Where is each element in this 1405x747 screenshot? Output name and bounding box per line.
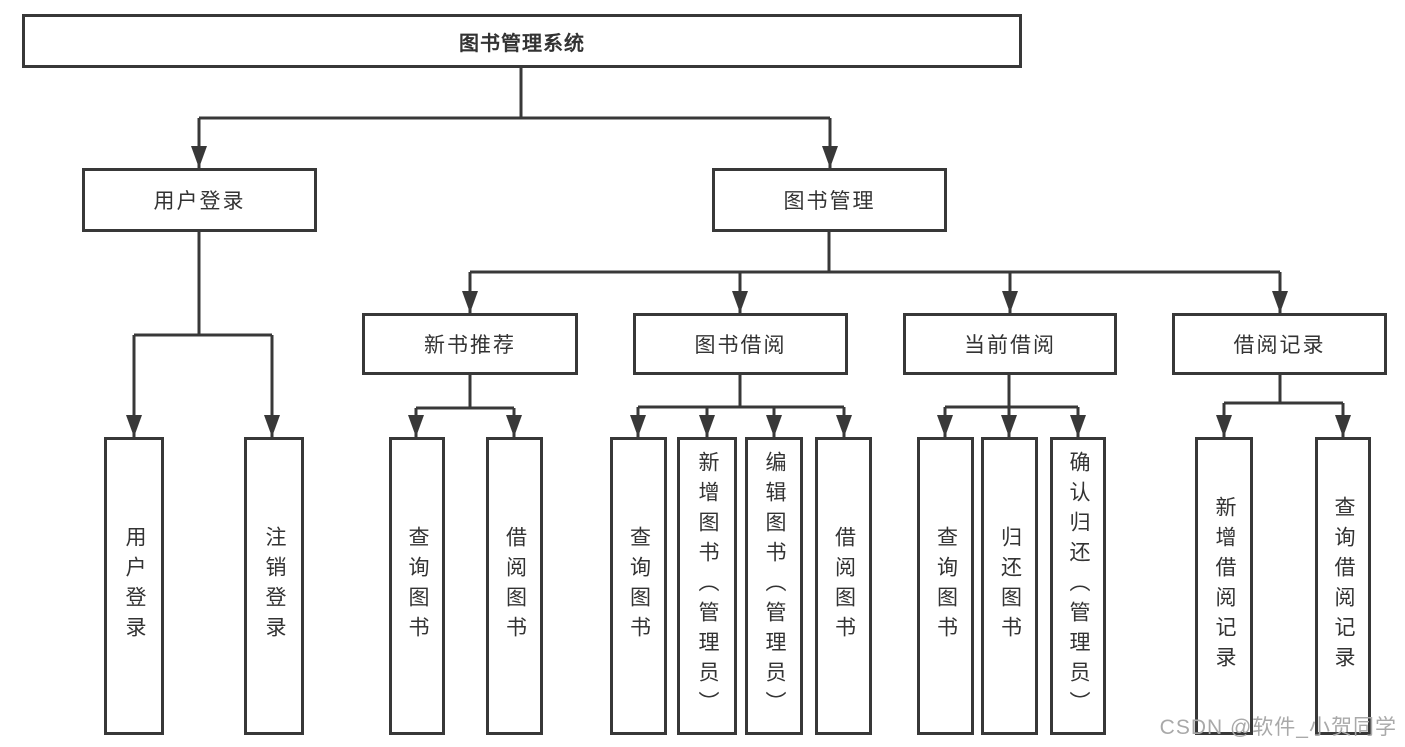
watermark-text: CSDN @软件_小贺同学 (1159, 716, 1397, 739)
node-new-book-recommend: 新书推荐 (362, 313, 578, 375)
leaf-logout-login: 注销登录 (244, 437, 304, 735)
leaf-confirm-return-admin: 确认归还（管理员） (1050, 437, 1106, 735)
leaf-query-books-recommend-label: 查询图书 (406, 526, 429, 646)
leaf-query-borrow-record-label: 查询借阅记录 (1332, 496, 1355, 676)
leaf-user-login-label: 用户登录 (123, 526, 146, 646)
leaf-query-books-borrowing: 查询图书 (610, 437, 667, 735)
leaf-query-books-current-label: 查询图书 (934, 526, 958, 646)
leaf-borrow-books-recommend: 借阅图书 (486, 437, 543, 735)
node-book-management: 图书管理 (712, 168, 947, 232)
leaf-add-books-admin: 新增图书（管理员） (677, 437, 737, 735)
leaf-return-books: 归还图书 (981, 437, 1038, 735)
leaf-logout-login-label: 注销登录 (263, 526, 286, 646)
node-system-root-label: 图书管理系统 (459, 32, 585, 55)
leaf-user-login: 用户登录 (104, 437, 164, 735)
leaf-add-borrow-record: 新增借阅记录 (1195, 437, 1253, 735)
leaf-edit-books-admin: 编辑图书（管理员） (745, 437, 803, 735)
node-borrowing-records-label: 借阅记录 (1233, 334, 1326, 357)
node-book-management-label: 图书管理 (783, 190, 876, 213)
node-new-book-recommend-label: 新书推荐 (424, 334, 516, 357)
node-system-root: 图书管理系统 (22, 14, 1022, 68)
node-borrowing-records: 借阅记录 (1172, 313, 1387, 375)
node-user-login: 用户登录 (82, 168, 317, 232)
leaf-query-borrow-record: 查询借阅记录 (1315, 437, 1371, 735)
leaf-borrow-books-recommend-label: 借阅图书 (503, 526, 527, 646)
node-current-borrowing: 当前借阅 (903, 313, 1117, 375)
leaf-borrow-books-borrowing-label: 借阅图书 (832, 526, 856, 646)
leaf-query-books-borrowing-label: 查询图书 (627, 526, 651, 646)
leaf-return-books-label: 归还图书 (998, 526, 1022, 646)
leaf-add-books-admin-label: 新增图书（管理员） (696, 451, 719, 721)
node-current-borrowing-label: 当前借阅 (964, 334, 1056, 357)
leaf-edit-books-admin-label: 编辑图书（管理员） (763, 451, 786, 721)
node-user-login-label: 用户登录 (153, 190, 246, 213)
node-book-borrowing: 图书借阅 (633, 313, 848, 375)
leaf-query-books-current: 查询图书 (917, 437, 974, 735)
leaf-add-borrow-record-label: 新增借阅记录 (1213, 496, 1236, 676)
leaf-confirm-return-admin-label: 确认归还（管理员） (1067, 451, 1090, 721)
node-book-borrowing-label: 图书借阅 (694, 334, 787, 357)
leaf-borrow-books-borrowing: 借阅图书 (815, 437, 872, 735)
leaf-query-books-recommend: 查询图书 (389, 437, 445, 735)
